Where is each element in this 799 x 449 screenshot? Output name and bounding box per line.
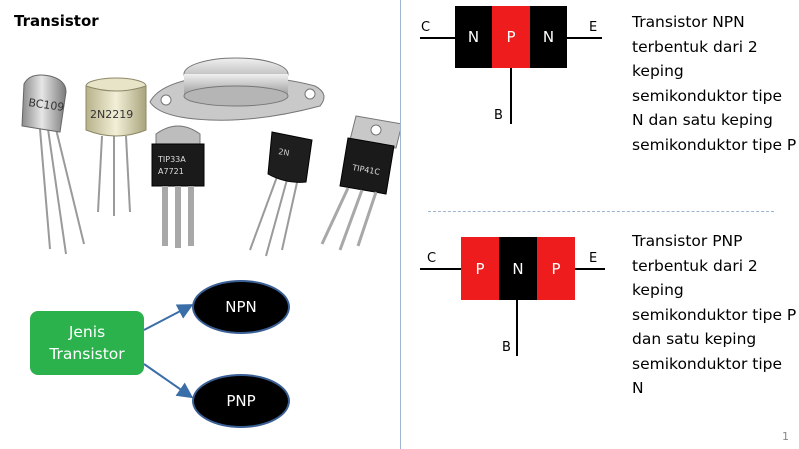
slide-title: Transistor xyxy=(14,12,99,30)
pnp-node: PNP xyxy=(192,374,290,428)
root-node-jenis-transistor: Jenis Transistor xyxy=(30,311,144,375)
horizontal-divider xyxy=(428,211,774,212)
page-number: 1 xyxy=(782,430,789,443)
pnp-base-wire xyxy=(516,300,518,356)
tip33a-transistor: TIP33A A7721 xyxy=(151,125,205,248)
npn-node: NPN xyxy=(192,280,290,334)
pnp-layer-p1: P xyxy=(461,237,499,300)
arrow-to-pnp xyxy=(143,363,194,399)
vertical-divider xyxy=(400,0,401,449)
to39-transistor: 2N2219 xyxy=(85,77,147,216)
pnp-description: Transistor PNP terbentuk dari 2 keping s… xyxy=(632,232,797,397)
pnp-collector-wire xyxy=(420,268,462,270)
to18-transistor: BC109 xyxy=(21,74,85,255)
pnp-pin-e: E xyxy=(589,251,598,266)
pnp-layer-p2: P xyxy=(537,237,575,300)
npn-layer-n1: N xyxy=(455,6,492,68)
npn-pin-e: E xyxy=(589,20,598,35)
t3-label: TIP33A xyxy=(157,155,186,164)
tip41c-transistor: TIP41C xyxy=(320,115,400,251)
npn-emitter-wire xyxy=(566,37,602,39)
t2-label: 2N2219 xyxy=(90,108,133,121)
npn-pin-b: B xyxy=(494,108,503,123)
transistor-photo: BC109 2N2219 TIP33A A7721 xyxy=(21,57,400,257)
pnp-emitter-wire xyxy=(575,268,605,270)
npn-layer-p: P xyxy=(492,6,530,68)
to3-transistor xyxy=(149,57,325,121)
t4-label: 2N xyxy=(278,147,290,158)
pnp-layer-n: N xyxy=(499,237,537,300)
arrow-to-npn xyxy=(143,304,194,331)
npn-collector-wire xyxy=(420,37,456,39)
npn-description: Transistor NPN terbentuk dari 2 keping s… xyxy=(632,13,797,154)
to92-transistor: 2N xyxy=(249,131,313,257)
t1-label: BC109 xyxy=(28,96,65,114)
t3b-label: A7721 xyxy=(158,167,184,176)
npn-layer-n2: N xyxy=(530,6,567,68)
pnp-pin-c: C xyxy=(427,251,437,266)
npn-pin-c: C xyxy=(421,20,431,35)
pnp-pin-b: B xyxy=(502,340,511,355)
classification-arrows xyxy=(143,304,194,399)
npn-base-wire xyxy=(510,68,512,124)
